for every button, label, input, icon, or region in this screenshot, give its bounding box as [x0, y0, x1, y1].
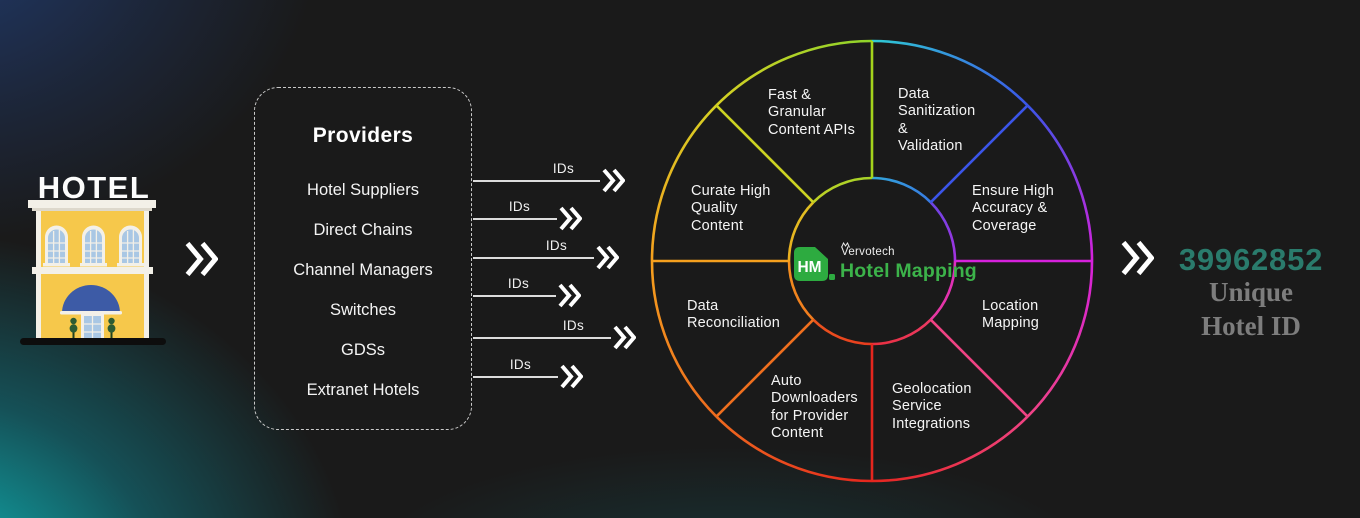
provider-item: GDSs [340, 341, 385, 359]
provider-item: Direct Chains [313, 221, 413, 239]
flow-arrow-icon [185, 241, 218, 277]
hotel-bush [70, 317, 77, 325]
vervotech-brand: Vervotech [841, 242, 895, 258]
id-arrow-line [473, 337, 611, 339]
provider-item: Hotel Suppliers [307, 181, 419, 199]
double-chevron-icon [596, 245, 619, 270]
ids-label: IDs [545, 238, 567, 253]
id-arrow-line [473, 180, 600, 182]
ids-label: IDs [507, 276, 529, 291]
flow-arrow-icon [1121, 240, 1154, 276]
ids-label: IDs [508, 199, 530, 214]
hotel-window [116, 224, 145, 268]
hotel-bush [108, 317, 115, 325]
outer-ring [650, 39, 1094, 483]
hotel-awning [62, 285, 120, 313]
ids-label: IDs [552, 161, 574, 176]
providers-panel: Providers Hotel Suppliers Direct Chains … [254, 87, 472, 430]
provider-item: Channel Managers [293, 261, 433, 279]
hotel-base-shadow [20, 338, 166, 345]
double-chevron-icon [613, 325, 636, 350]
unique-hotel-id-number: 39962852 [1178, 242, 1324, 277]
id-arrow-line [473, 295, 556, 297]
double-chevron-icon [560, 364, 583, 389]
providers-title: Providers [312, 124, 414, 147]
ids-label: IDs [562, 318, 584, 333]
double-chevron-icon [558, 283, 581, 308]
hotel-window [79, 224, 108, 268]
id-arrow-line [473, 376, 558, 378]
hotel-window [42, 224, 71, 268]
unique-hotel-id-label: Unique [1208, 277, 1294, 307]
provider-item: Extranet Hotels [306, 381, 420, 399]
double-chevron-icon [602, 168, 625, 193]
logo-dot [829, 274, 835, 280]
svg-text:HM: HM [797, 259, 821, 276]
hotel-sign-text: HOTEL [38, 170, 151, 205]
vervotech-mark-icon [841, 242, 850, 248]
wheel-rings [650, 39, 1094, 483]
hm-logo-badge: HM [794, 247, 828, 281]
provider-item: Switches [329, 301, 397, 319]
ids-label: IDs [509, 357, 531, 372]
double-chevron-icon [559, 206, 582, 231]
unique-hotel-id-label: Hotel ID [1201, 311, 1301, 341]
hotel-illustration: HOTEL [20, 170, 166, 345]
hotel-mapping-wordmark: Hotel Mapping [840, 260, 977, 282]
id-arrow-line [473, 218, 557, 220]
id-arrow-line [473, 257, 594, 259]
segment-dividers [652, 41, 1092, 481]
hotel-cornice [28, 200, 156, 208]
inner-ring [787, 176, 957, 346]
